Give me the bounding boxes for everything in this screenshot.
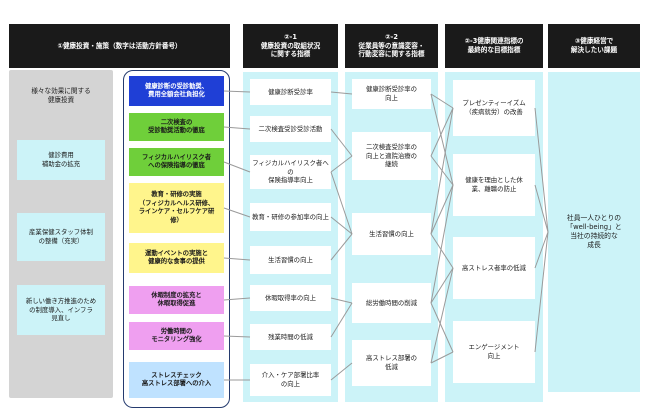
indicator-item: 残業時間の低減 <box>250 324 331 350</box>
target-item: エンゲージメント 向上 <box>453 321 535 383</box>
target-item: 高ストレス者率の低減 <box>453 237 535 299</box>
measure-item: 二次検査の 受診勧奨活動の徹底 <box>129 113 224 141</box>
connector-line <box>330 233 353 261</box>
indicator-item: 介入・ケア部署比率 の向上 <box>250 364 331 396</box>
indicator-item: 教育・研修の参加率の向上 <box>250 203 331 231</box>
connector-line <box>430 267 454 304</box>
connector-line <box>430 233 454 269</box>
investment-item: 産業保健スタッフ体制 の整備（充実） <box>17 213 105 261</box>
connector-line <box>534 231 549 353</box>
connector-line <box>330 171 353 235</box>
connector-line <box>330 128 353 157</box>
measure-item: ストレスチェック 高ストレス部署への介入 <box>129 362 224 398</box>
header-investment-indicators: ②-1 健康投資の取組状況 に関する指標 <box>243 24 338 68</box>
indicator-item: 休暇取得率の向上 <box>250 285 331 311</box>
behavior-item: 健康診断受診率の 向上 <box>352 79 431 109</box>
measure-item: 健康診断の受診勧奨、 費用全額会社負担化 <box>129 76 224 106</box>
behavior-item: 二次検査受診率の 向上と適院治療の 継続 <box>352 132 431 180</box>
indicator-item: 健康診断受診率 <box>250 79 331 105</box>
measure-item: 教育・研修の実施 （フィジカルヘルス研修、 ラインケア・セルフケア研 修） <box>129 183 224 233</box>
connector-line <box>223 207 251 218</box>
header-target-indicators: ②-3健康関連指標の 最終的な目標指標 <box>445 24 543 68</box>
connector-line <box>223 90 251 93</box>
connector-line <box>430 93 454 109</box>
target-item: 健康を理由とした休 業、離職の防止 <box>453 154 535 216</box>
connector-line <box>430 107 454 235</box>
indicator-item: 二次検査受診受診活動 <box>250 116 331 142</box>
connector-line <box>430 184 454 304</box>
measure-item: 運動イベントの実施と 健康的な食事の提供 <box>129 243 224 273</box>
connector-line <box>330 216 353 235</box>
connector-line <box>534 231 549 269</box>
connector-line <box>330 91 353 95</box>
header-investments: ①健康投資・施策（数字は活動方針番号） <box>9 24 230 68</box>
indicator-item: 生活習慣の向上 <box>250 246 331 274</box>
connector-line <box>330 155 353 173</box>
behavior-item: 高ストレス部署の 低減 <box>352 340 431 386</box>
measure-item: 休暇制度の拡充と 休暇取得促進 <box>129 286 224 314</box>
connector-line <box>430 351 454 364</box>
connector-line <box>223 126 251 130</box>
target-item: プレゼンティーイズム （疾病就労）の改善 <box>453 80 535 136</box>
behavior-item: 生活習慣の向上 <box>352 213 431 255</box>
measure-item: 労働時間の モニタリング強化 <box>129 322 224 350</box>
measure-item: フィジカルハイリスク者 への保険指導の徹底 <box>129 148 224 176</box>
measures-group <box>123 70 230 408</box>
connector-line <box>330 302 353 338</box>
behavior-item: 総労働時間の削減 <box>352 283 431 323</box>
connector-line <box>430 184 454 235</box>
connector-line <box>430 93 454 186</box>
goal-box: 社員一人ひとりの 「well-being」と 当社の持続的な 成長 <box>548 72 640 392</box>
header-behavior-indicators: ②-2 従業員等の意識変容・ 行動変容に関する指標 <box>345 24 438 68</box>
investment-item: 健診費用 補助金の拡充 <box>17 140 105 180</box>
indicator-item: フィジカルハイリスク者への 保険指導率向上 <box>250 155 331 189</box>
connector-line <box>534 107 549 233</box>
connector-line <box>223 297 251 301</box>
connector-line <box>330 297 353 304</box>
connector-line <box>534 184 549 233</box>
connector-line <box>430 302 454 353</box>
connector-line <box>430 107 454 157</box>
investment-item: 新しい働き方推進のため の制度導入、インフラ 見直し <box>17 285 105 335</box>
connector-line <box>223 257 251 261</box>
connector-line <box>330 362 353 381</box>
connector-line <box>223 161 251 173</box>
connector-line <box>430 267 454 364</box>
header-goal: ③健康経営で 解決したい課題 <box>548 24 640 68</box>
connector-line <box>223 335 251 338</box>
investment-title: 様々な効果に関する 健康投資 <box>9 76 113 116</box>
